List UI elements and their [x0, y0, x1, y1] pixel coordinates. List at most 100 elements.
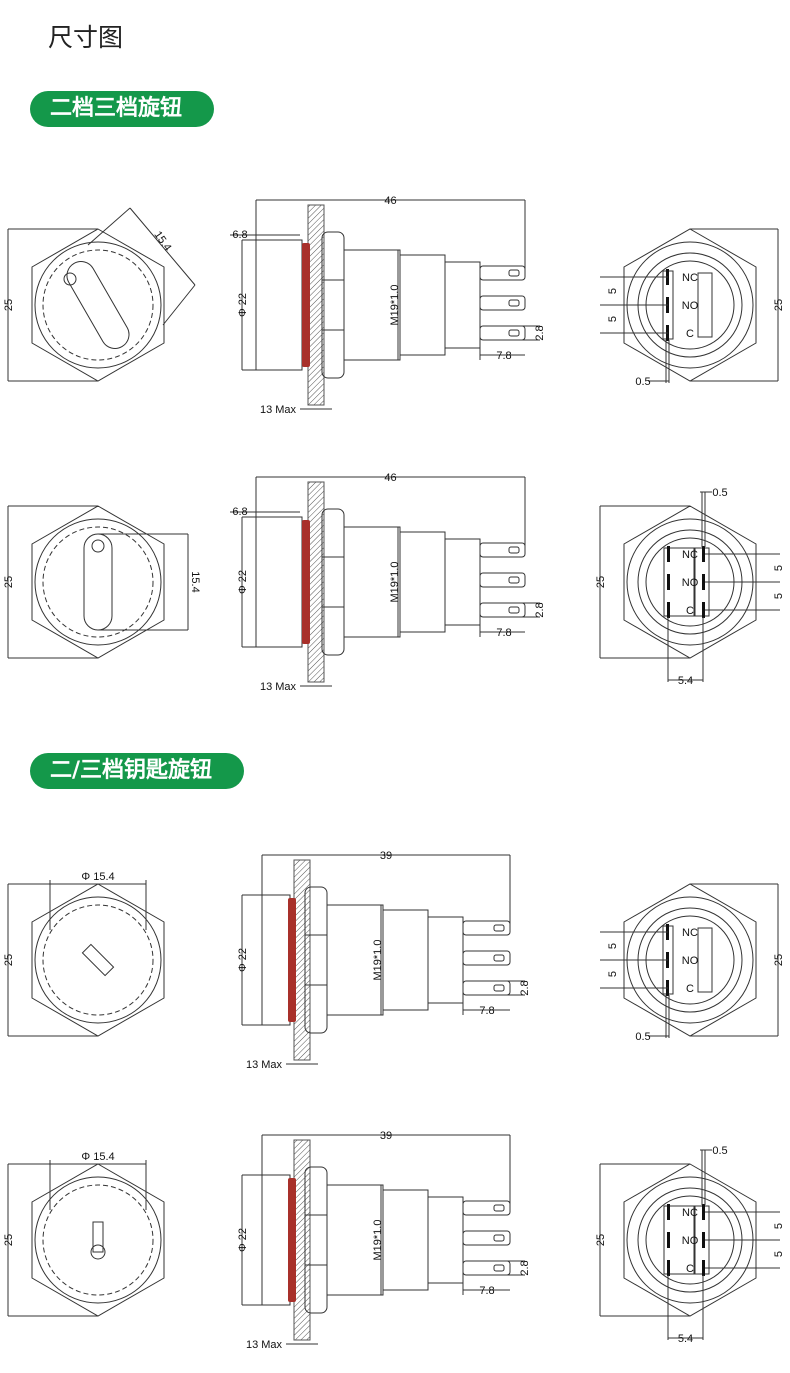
- pitch-label: 5: [607, 971, 619, 977]
- pitch-label: 5: [773, 1223, 785, 1229]
- base: [427, 1196, 464, 1284]
- diameter-label: Φ 22: [237, 948, 249, 972]
- hex-nut-outline: [31, 883, 165, 1037]
- height-label: 25: [595, 1234, 607, 1246]
- pitch-label: 5: [773, 593, 785, 599]
- length-label: 46: [384, 195, 396, 207]
- no-label: NO: [682, 955, 699, 967]
- bezel-label: 6.8: [232, 229, 247, 241]
- pin-gap-label: 2.8: [519, 1260, 531, 1275]
- hex-nut-outline: [31, 505, 165, 659]
- hex-nut: [321, 231, 345, 379]
- no-label: NO: [682, 300, 699, 312]
- pitch-label: 5: [773, 1251, 785, 1257]
- knob-lever: [66, 261, 130, 349]
- section-header-key-rotary: 二/三档钥匙旋钮: [30, 753, 244, 789]
- nc-label: NC: [682, 927, 698, 939]
- offset-label: 0.5: [712, 1145, 727, 1157]
- bezel-body: [261, 1174, 291, 1306]
- terminal-hole: [493, 1204, 505, 1212]
- key-slot: [92, 1221, 104, 1253]
- height-label: 25: [773, 299, 785, 311]
- terminal: [462, 1260, 511, 1276]
- no-label: NO: [682, 1235, 699, 1247]
- pitch-label: 5: [607, 316, 619, 322]
- pitch-label: 5: [607, 943, 619, 949]
- pin: [667, 602, 670, 618]
- terminal: [462, 980, 511, 996]
- red-ring: [288, 1178, 296, 1302]
- c-label: C: [686, 605, 694, 617]
- thread-label: M19*1.0: [372, 940, 384, 981]
- panel-thickness-label: 13 Max: [260, 404, 297, 416]
- nc-label: NC: [682, 549, 698, 561]
- c-label: C: [686, 1263, 694, 1275]
- red-ring: [302, 243, 310, 367]
- indicator-dot: [91, 539, 105, 553]
- c-label: C: [686, 328, 694, 340]
- housing: [399, 531, 446, 633]
- terminal-hole: [508, 576, 520, 584]
- bezel-circle: [34, 1176, 162, 1304]
- pin-length-label: 7.8: [479, 1285, 494, 1297]
- terminal: [479, 265, 526, 281]
- pin: [667, 1232, 670, 1248]
- offset-label: 0.5: [712, 487, 727, 499]
- terminal-block: [697, 272, 713, 338]
- pin: [702, 1260, 705, 1276]
- housing: [382, 1189, 429, 1291]
- pin: [702, 1204, 705, 1220]
- height-label: 25: [773, 954, 785, 966]
- length-label: 39: [380, 850, 392, 862]
- section-header-rotary-knob: 二档三档旋钮: [30, 91, 214, 127]
- offset-label: 0.5: [635, 376, 650, 388]
- terminal-hole: [508, 269, 520, 277]
- terminal-hole: [493, 924, 505, 932]
- key-slot: [81, 943, 115, 977]
- pin-length-label: 7.8: [479, 1005, 494, 1017]
- pin-gap-label: 2.8: [534, 602, 546, 617]
- thread-label: M19*1.0: [389, 562, 401, 603]
- pin-length-label: 7.8: [496, 627, 511, 639]
- pitch-label: 5: [607, 288, 619, 294]
- no-label: NO: [682, 577, 699, 589]
- offset-label: 0.5: [635, 1031, 650, 1043]
- base: [427, 916, 464, 1004]
- nc-label: NC: [682, 272, 698, 284]
- dim-label: Φ 15.4: [81, 871, 114, 883]
- terminal-hole: [493, 954, 505, 962]
- pin: [702, 1232, 705, 1248]
- spacing-label: 5.4: [678, 1333, 693, 1345]
- dim-label: 15.4: [189, 571, 201, 592]
- bezel-circle: [34, 518, 162, 646]
- terminal: [462, 920, 511, 936]
- indicator-dot: [63, 272, 77, 286]
- bezel-body: [261, 894, 291, 1026]
- pitch-label: 5: [773, 565, 785, 571]
- bezel-circle: [34, 896, 162, 1024]
- height-label: 25: [3, 576, 15, 588]
- pin: [702, 602, 705, 618]
- page-title: 尺寸图: [48, 23, 124, 52]
- height-label: 25: [3, 954, 15, 966]
- terminal-hole: [508, 606, 520, 614]
- dashed-circle: [42, 1184, 154, 1296]
- hex-nut-outline: [31, 1163, 165, 1317]
- contact-frame: [663, 1205, 695, 1275]
- terminal-hole: [493, 1234, 505, 1242]
- terminal: [479, 602, 526, 618]
- spacing-label: 5.4: [678, 675, 693, 687]
- thread-label: M19*1.0: [372, 1220, 384, 1261]
- pin: [667, 1204, 670, 1220]
- terminal: [462, 950, 511, 966]
- bezel-body: [255, 239, 303, 371]
- hex-nut: [321, 508, 345, 656]
- contact-frame: [663, 547, 695, 617]
- pin-gap-label: 2.8: [519, 980, 531, 995]
- terminal: [462, 1200, 511, 1216]
- length-label: 39: [380, 1130, 392, 1142]
- housing: [382, 909, 429, 1011]
- bezel-circle: [34, 241, 162, 369]
- dimension-line: [162, 284, 196, 326]
